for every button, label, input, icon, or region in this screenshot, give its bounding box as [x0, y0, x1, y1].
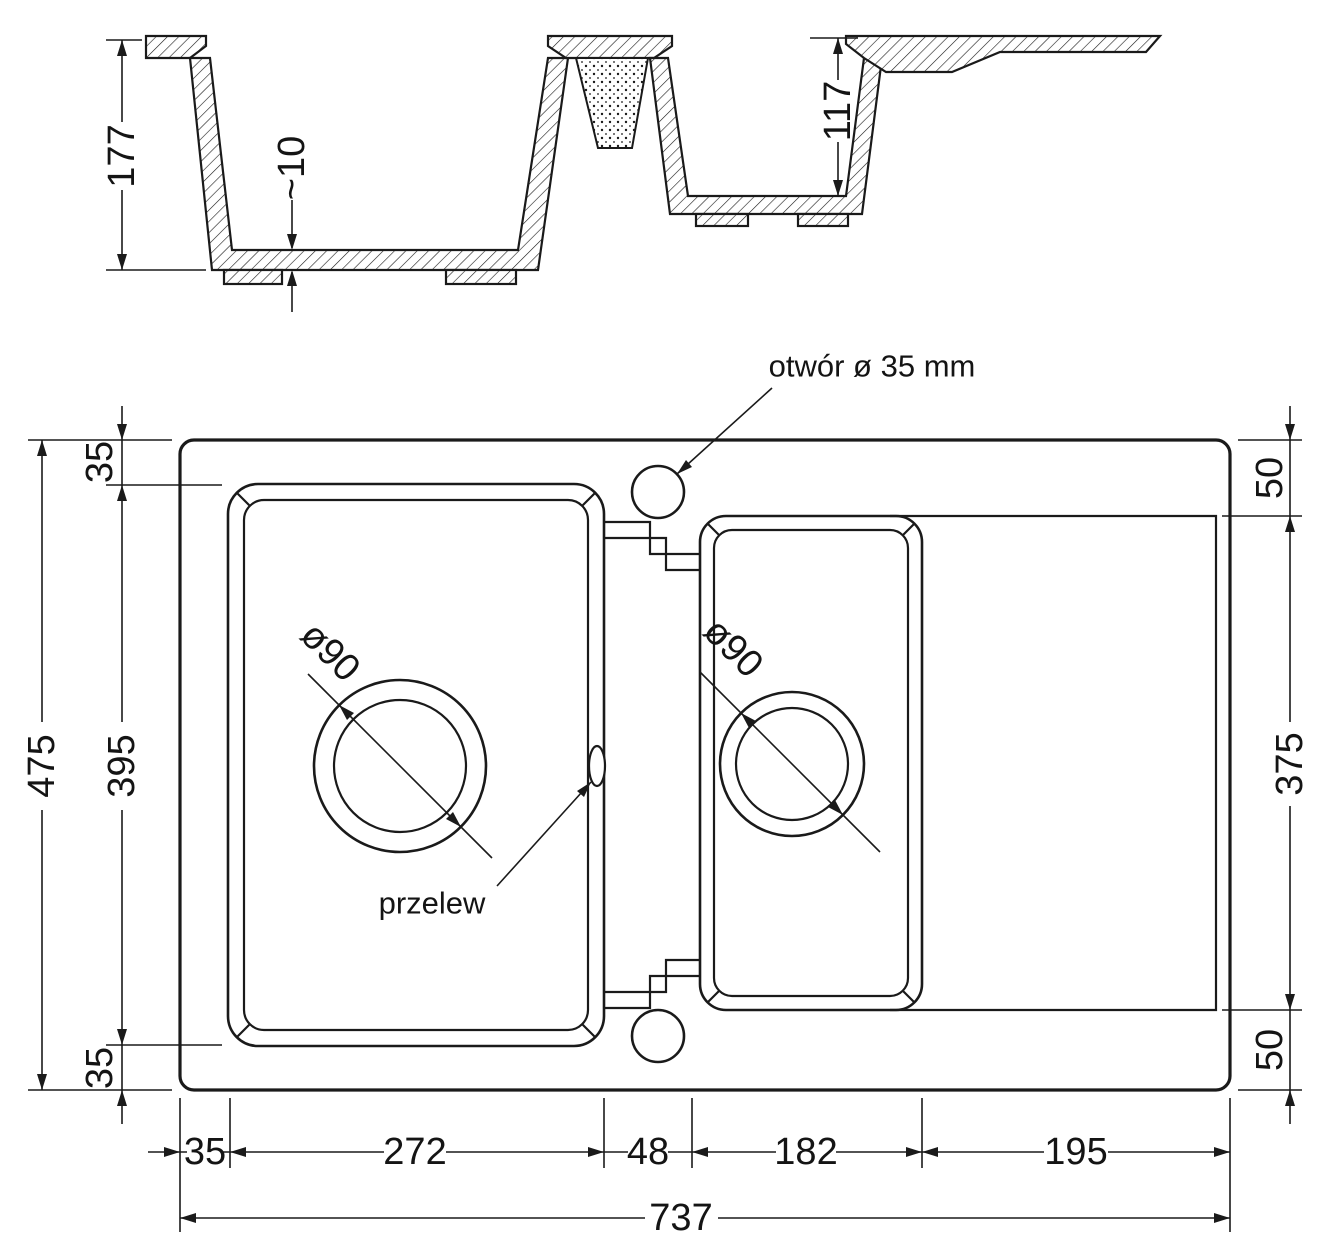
main-basin-inner-rim: [242, 498, 590, 1032]
dim-label-total-height: 475: [21, 734, 63, 797]
dim-label-col-board: 195: [1044, 1131, 1107, 1173]
main-basin: [226, 482, 606, 1048]
dim-label-board-height: 375: [1269, 732, 1311, 795]
dim-bottom-columns: 35 272 48 182 195: [148, 1098, 1231, 1232]
sink-outline: [178, 438, 1232, 1092]
hole-callout: otwór ø 35 mm: [676, 349, 976, 475]
basin-foot: [796, 212, 850, 228]
plan-view: ø90 ø90 otwór ø 35 mm przelew: [21, 349, 1311, 1240]
second-drain: ø90: [695, 610, 881, 853]
drainboard-rim-section: [844, 34, 1163, 74]
dim-right-heights: 50 375 50: [1222, 406, 1311, 1124]
dim-basin-height: 395 35 35: [79, 406, 222, 1124]
basin-foot: [444, 268, 518, 286]
faucet-hole-top: [630, 464, 686, 520]
drainboard-outline: [890, 514, 1218, 1012]
dim-total-width: 737: [180, 1197, 1230, 1239]
dim-label-second-depth: 117: [817, 81, 859, 142]
main-drain-diameter-label: ø90: [292, 614, 368, 690]
second-drain-inner-circle: [734, 706, 850, 822]
dim-label-residual-depth: ~10: [271, 136, 313, 200]
main-drain-inner-circle: [332, 698, 468, 834]
dim-label-basin-height: 395: [101, 734, 143, 797]
dim-label-right-bottom: 50: [1249, 1029, 1291, 1071]
divider-steps: [604, 520, 700, 1010]
dim-residual-depth: ~10: [271, 136, 313, 312]
overflow-callout: przelew: [379, 781, 592, 921]
main-basin-outer-rim: [226, 482, 606, 1048]
overflow-channel-section: [574, 57, 650, 149]
divider-rim-section: [546, 34, 674, 60]
main-basin-wall-section: [188, 56, 570, 272]
dim-label-col-basin2: 182: [774, 1131, 837, 1173]
dim-total-height: 475: [21, 439, 172, 1091]
dim-label-col-margin: 35: [184, 1131, 226, 1173]
left-rim-flange: [144, 34, 208, 60]
dim-label-col-divider: 48: [627, 1131, 669, 1173]
faucet-hole-bottom: [630, 1008, 686, 1064]
basin-foot: [694, 212, 750, 228]
second-drain-outer-circle: [718, 690, 866, 838]
basin-foot: [222, 268, 284, 286]
dim-label-right-top: 50: [1249, 457, 1291, 499]
dim-label-total-width: 737: [649, 1197, 712, 1239]
hole-callout-label: otwór ø 35 mm: [769, 349, 976, 384]
dim-label-main-depth: 177: [101, 124, 143, 187]
dim-label-offset-bottom: 35: [79, 1047, 121, 1089]
overflow-callout-label: przelew: [379, 886, 486, 921]
dim-main-depth: 177: [101, 39, 206, 271]
second-basin: [698, 514, 924, 1012]
dim-label-offset-top: 35: [79, 441, 121, 483]
second-basin-outer-rim: [698, 514, 924, 1012]
cross-section-view: 177 ~10 117: [101, 34, 1163, 312]
main-drain: ø90: [292, 614, 493, 859]
dim-label-col-basin1: 272: [383, 1131, 446, 1173]
second-drain-diameter-label: ø90: [695, 610, 771, 686]
main-drain-outer-circle: [312, 678, 488, 854]
overflow-hole: [587, 744, 607, 788]
dim-second-depth: 117: [810, 37, 859, 196]
second-basin-inner-rim: [712, 528, 910, 998]
